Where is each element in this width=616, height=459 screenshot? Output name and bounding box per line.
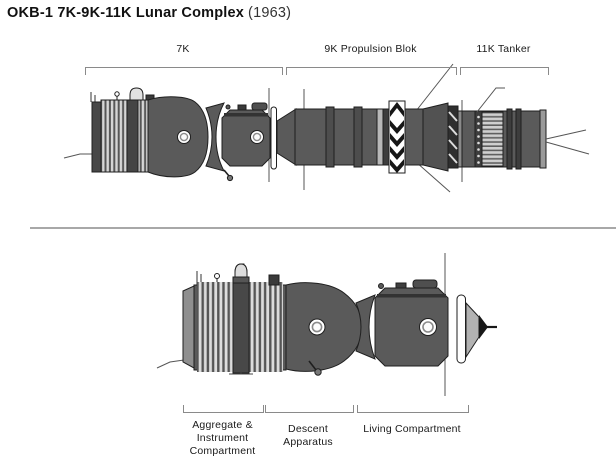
radiator-dark-band <box>232 280 250 374</box>
thruster-ball <box>226 174 234 182</box>
docking-ring <box>456 294 466 364</box>
label-7k: 7K <box>176 43 190 55</box>
waist-adapter <box>205 102 225 172</box>
top-fitting <box>378 283 384 289</box>
top-fitting <box>225 104 231 110</box>
adapter-cone <box>276 108 297 166</box>
living-module <box>221 109 271 167</box>
top-spacecraft <box>63 63 590 193</box>
bracket-7k <box>85 67 283 75</box>
bracket-11k-tanker <box>460 67 549 75</box>
ring-frame <box>325 106 335 168</box>
diagonal-antenna <box>415 161 451 193</box>
ring-frame <box>515 108 522 170</box>
label-living-compartment: Living Compartment <box>363 423 461 435</box>
top-fitting <box>251 102 268 111</box>
living-module <box>374 287 449 367</box>
flare-cone <box>422 102 449 172</box>
label-9k-propulsion-blok: 9K Propulsion Blok <box>324 43 417 55</box>
bottom-descent-apparatus <box>285 282 363 376</box>
top-11k-tanker <box>457 87 590 182</box>
bottom-living-compartment <box>355 253 497 396</box>
page-title: OKB-1 7K-9K-11K Lunar Complex(1963) <box>7 5 291 21</box>
title-main: OKB-1 7K-9K-11K Lunar Complex <box>7 5 245 21</box>
top-fitting <box>237 104 247 111</box>
left-antenna <box>156 359 185 369</box>
thruster-stem <box>223 169 230 177</box>
bracket-aggregate-instrument-compartment <box>183 405 264 413</box>
loop-antenna <box>214 273 220 279</box>
bottom-spacecraft <box>156 253 497 396</box>
bracket-descent-apparatus <box>265 405 354 413</box>
bracket-9k-propulsion-blok <box>286 67 457 75</box>
ring-frame <box>353 106 363 168</box>
radiator-ribs <box>100 99 149 173</box>
engine-plate <box>182 285 195 369</box>
title-year: (1963) <box>248 5 292 21</box>
engine-cylinder <box>404 108 424 166</box>
bracket-living-compartment <box>357 405 469 413</box>
engine-plate <box>91 101 102 173</box>
callout-line <box>476 87 505 113</box>
rivet-column <box>474 110 483 168</box>
docking-ring <box>270 106 277 170</box>
label-aggregate-instrument-compartment: Aggregate & Instrument Compartment <box>189 419 256 457</box>
thruster-ball <box>314 368 322 376</box>
top-fitting <box>268 274 280 286</box>
thruster-stem <box>308 360 317 371</box>
aft-rim <box>539 109 547 169</box>
top-7k-spacecraft <box>63 87 277 182</box>
ring-frame <box>506 108 513 170</box>
top-fitting <box>412 279 438 289</box>
radiator-dark-band <box>126 99 139 173</box>
label-11k-tanker: 11K Tanker <box>476 43 531 55</box>
divider-line <box>30 227 616 229</box>
docking-probe-tip <box>479 315 488 339</box>
bottom-aggregate-instrument-compartment <box>156 263 287 375</box>
loop-antenna <box>114 91 120 97</box>
aft-antenna <box>545 129 587 140</box>
left-antenna <box>63 153 97 159</box>
propellant-cylinder <box>294 108 379 166</box>
aft-antenna <box>545 141 590 155</box>
top-9k-propulsion-blok <box>276 63 459 193</box>
label-descent-apparatus: Descent Apparatus <box>283 423 333 448</box>
diagonal-antenna <box>415 63 454 112</box>
ladder-band <box>481 111 504 167</box>
docking-cone <box>465 301 480 359</box>
waist-adapter <box>355 294 376 360</box>
top-fitting <box>395 282 407 289</box>
hatch-dome <box>129 87 144 101</box>
